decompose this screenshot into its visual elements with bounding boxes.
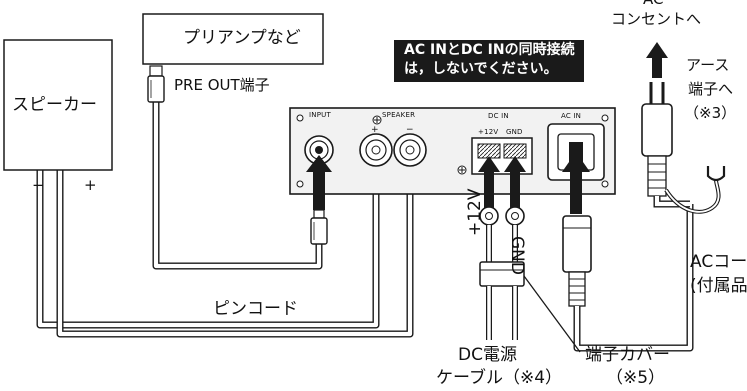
earth-wire xyxy=(664,166,726,214)
arrow-ac-in xyxy=(562,152,590,214)
terminal-cover-label: 端子カバー xyxy=(585,345,670,365)
pin-cord-cable xyxy=(152,82,323,270)
earth-label-3: （※3） xyxy=(684,104,737,122)
ac-cord xyxy=(562,204,694,352)
terminal-cover-leader xyxy=(523,275,581,353)
plus-12v-label: +12V xyxy=(465,188,485,236)
pin-cord-label: ピンコード xyxy=(213,299,298,319)
panel-gnd-label: GND xyxy=(506,128,523,136)
simultaneous-connection-warning: AC INとDC INの同時接続 は，しないでください。 xyxy=(394,40,584,82)
speaker-terminal-plus xyxy=(359,133,393,167)
earth-label-2: 端子へ xyxy=(688,80,734,98)
speaker-box xyxy=(3,39,113,171)
speaker-plus-label: + xyxy=(84,176,97,194)
warning-line-1: AC INとDC INの同時接続 xyxy=(404,42,575,58)
speaker-cable-minus xyxy=(36,125,380,329)
preamp-label: プリアンプなど xyxy=(183,28,301,48)
panel-speaker-label: SPEAKER xyxy=(382,111,416,119)
pre-out-plug xyxy=(147,65,165,103)
arrow-dc-plus xyxy=(478,156,500,208)
preamp-box xyxy=(142,13,324,65)
warning-line-2: は，しないでください。 xyxy=(404,61,558,77)
arrow-input xyxy=(306,155,332,210)
panel-dcin-label: DC IN xyxy=(488,112,509,120)
earth-label-1: アース xyxy=(686,56,730,74)
ac-cord-label-2: (付属品 xyxy=(690,276,747,296)
speaker-label: スピーカー xyxy=(12,95,97,115)
dc-cable-label-1: DC電源 xyxy=(458,345,517,365)
dc-power-cable xyxy=(479,206,525,340)
speaker-minus-label: − xyxy=(32,176,45,194)
ac-wall-plug xyxy=(641,82,690,208)
panel-spk-minus-label: − xyxy=(406,125,414,135)
arrow-ac-outlet xyxy=(646,42,668,78)
panel-input-label: INPUT xyxy=(309,111,331,119)
input-pin-plug xyxy=(310,209,328,245)
panel-spk-plus-label: + xyxy=(371,125,379,135)
panel-12v-label: +12V xyxy=(478,128,499,136)
speaker-cable-plus xyxy=(56,125,414,338)
speaker-terminal-minus xyxy=(393,133,427,167)
pre-out-label: PRE OUT端子 xyxy=(174,76,270,94)
arrow-dc-gnd xyxy=(504,156,526,208)
panel-acin-label: AC IN xyxy=(561,112,582,120)
terminal-cover-note: （※5） xyxy=(606,368,666,388)
gnd-label: GND xyxy=(507,236,527,275)
ac-outlet-label-2: コンセントへ xyxy=(611,10,702,28)
ac-cord-label-1: ACコー xyxy=(690,252,747,272)
ac-outlet-label-1: AC xyxy=(643,0,663,7)
dc-cable-label-2: ケーブル（※4） xyxy=(436,368,563,388)
